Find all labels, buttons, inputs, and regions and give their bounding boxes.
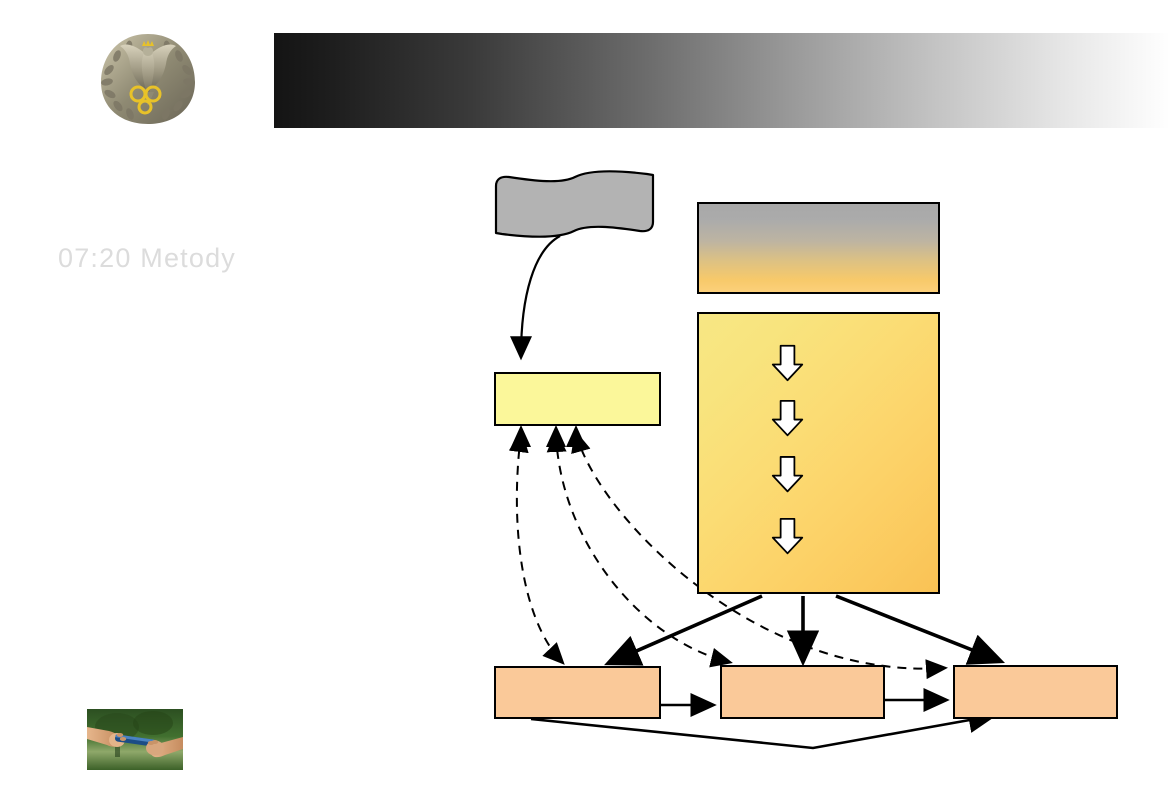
yellow-process-box bbox=[494, 372, 661, 426]
down-arrow-icon bbox=[771, 344, 804, 382]
connector-main-to-orange-boxes bbox=[604, 594, 1006, 667]
grayscale-gradient-bar bbox=[274, 33, 1170, 128]
orange-box-2 bbox=[720, 665, 885, 719]
top-gradient-box bbox=[697, 202, 940, 294]
yellow-box-inbound-stubs bbox=[511, 425, 586, 452]
down-arrow-icon bbox=[771, 456, 804, 493]
down-arrow-icon bbox=[771, 518, 804, 555]
down-arrow-icon bbox=[771, 399, 804, 437]
connector-orange-bypass bbox=[530, 707, 998, 750]
wave-banner-shape bbox=[494, 170, 655, 238]
orange-box-3 bbox=[953, 665, 1118, 719]
connector-banner-to-yellow bbox=[510, 235, 561, 361]
main-box-inner-arrows bbox=[771, 344, 804, 555]
orange-box-1 bbox=[494, 666, 661, 719]
main-gradient-box bbox=[697, 312, 940, 594]
polish-military-eagle-emblem bbox=[93, 22, 203, 132]
slide-caption: 07:20 Metody bbox=[58, 243, 237, 273]
relay-baton-handoff-photo bbox=[87, 709, 183, 770]
